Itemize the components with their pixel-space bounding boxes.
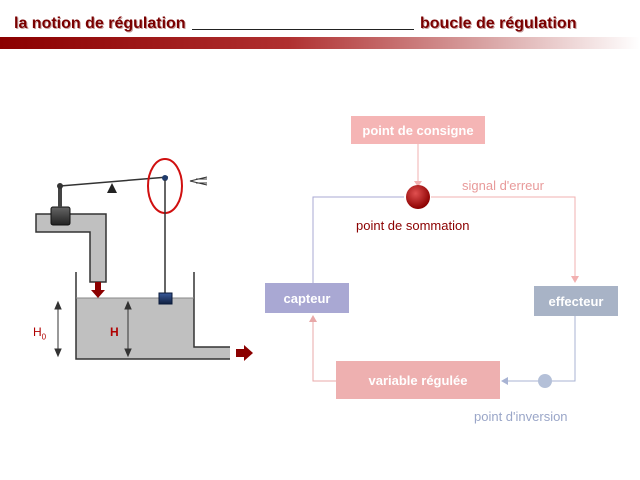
connector-effecteur-var — [552, 316, 576, 382]
inversion-label: point d'inversion — [474, 409, 568, 424]
connector-capteur-sum — [312, 196, 404, 283]
summation-point — [406, 185, 430, 209]
header-band — [0, 37, 640, 49]
effector-box: effecteur — [534, 286, 618, 316]
lever-fulcrum — [107, 183, 117, 193]
connector-var-capteur — [312, 320, 336, 382]
header-rule — [192, 29, 414, 30]
arrowhead-sum — [414, 181, 422, 187]
title-left: la notion de régulation — [14, 15, 186, 32]
float — [158, 292, 173, 305]
inlet-pipe — [35, 213, 107, 283]
outlet-water — [194, 347, 230, 359]
h0-label: H0 — [33, 325, 47, 342]
arrowhead-effecteur — [571, 276, 579, 283]
arrowhead-capteur — [309, 315, 317, 322]
inflow-arrow — [91, 282, 105, 298]
lever-arm — [59, 176, 169, 187]
loop-connectors — [309, 144, 579, 385]
lever-end-pivot — [57, 183, 63, 189]
h-label: H — [110, 325, 119, 339]
sensor-box: capteur — [265, 283, 349, 313]
h-dimension — [124, 300, 132, 358]
h0-dimension — [54, 300, 62, 358]
setpoint-box: point de consigne — [351, 116, 485, 144]
summation-label: point de sommation — [356, 218, 470, 233]
lever-joint — [162, 175, 168, 181]
tank-walls — [75, 272, 230, 360]
controlled-variable-box: variable régulée — [336, 361, 500, 399]
outflow-arrow — [236, 345, 253, 361]
inversion-point — [538, 374, 552, 388]
valve-stem — [58, 187, 62, 207]
title-right: boucle de régulation — [420, 15, 577, 32]
tank-water — [76, 298, 194, 359]
tank-mechanism — [35, 158, 253, 361]
valve-body — [50, 206, 71, 226]
pointing-arrows — [189, 176, 208, 186]
error-signal-label: signal d'erreur — [462, 178, 544, 193]
connector-error — [431, 196, 576, 278]
arrowhead-variable — [501, 377, 508, 385]
